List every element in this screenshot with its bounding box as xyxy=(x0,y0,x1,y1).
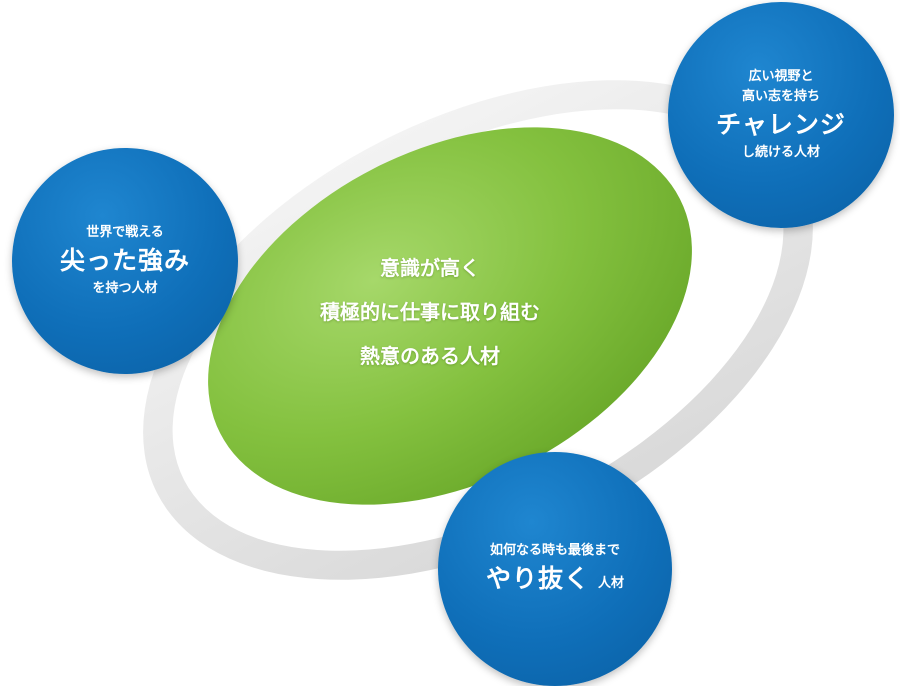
center-ellipse xyxy=(208,127,692,505)
right-circle-main: チャレンジ xyxy=(716,110,846,139)
left-circle: 世界で戦える 尖った強み を持つ人材 xyxy=(12,148,238,374)
bottom-circle-top: 如何なる時も最後まで xyxy=(489,543,620,558)
center-line-1: 意識が高く xyxy=(380,256,480,280)
left-circle-top: 世界で戦える xyxy=(86,225,164,240)
right-circle-bottom: し続ける人材 xyxy=(741,145,820,160)
center-line-3: 熱意のある人材 xyxy=(360,344,500,368)
bottom-circle-suffix: 人材 xyxy=(598,576,625,591)
center-line-2: 積極的に仕事に取り組む xyxy=(320,300,540,324)
left-circle-bottom: を持つ人材 xyxy=(92,281,158,296)
right-circle: 広い視野と 高い志を持ち チャレンジ し続ける人材 xyxy=(668,2,894,228)
right-circle-line-1: 広い視野と xyxy=(748,69,814,84)
left-circle-main: 尖った強み xyxy=(59,246,190,275)
bottom-circle-main: やり抜く xyxy=(485,564,590,593)
bottom-circle: 如何なる時も最後まで やり抜く 人材 xyxy=(438,452,672,686)
center-message: 意識が高く 積極的に仕事に取り組む 熱意のある人材 xyxy=(250,246,610,378)
right-circle-line-2: 高い志を持ち xyxy=(741,89,820,104)
bottom-circle-main-row: やり抜く 人材 xyxy=(486,561,624,597)
